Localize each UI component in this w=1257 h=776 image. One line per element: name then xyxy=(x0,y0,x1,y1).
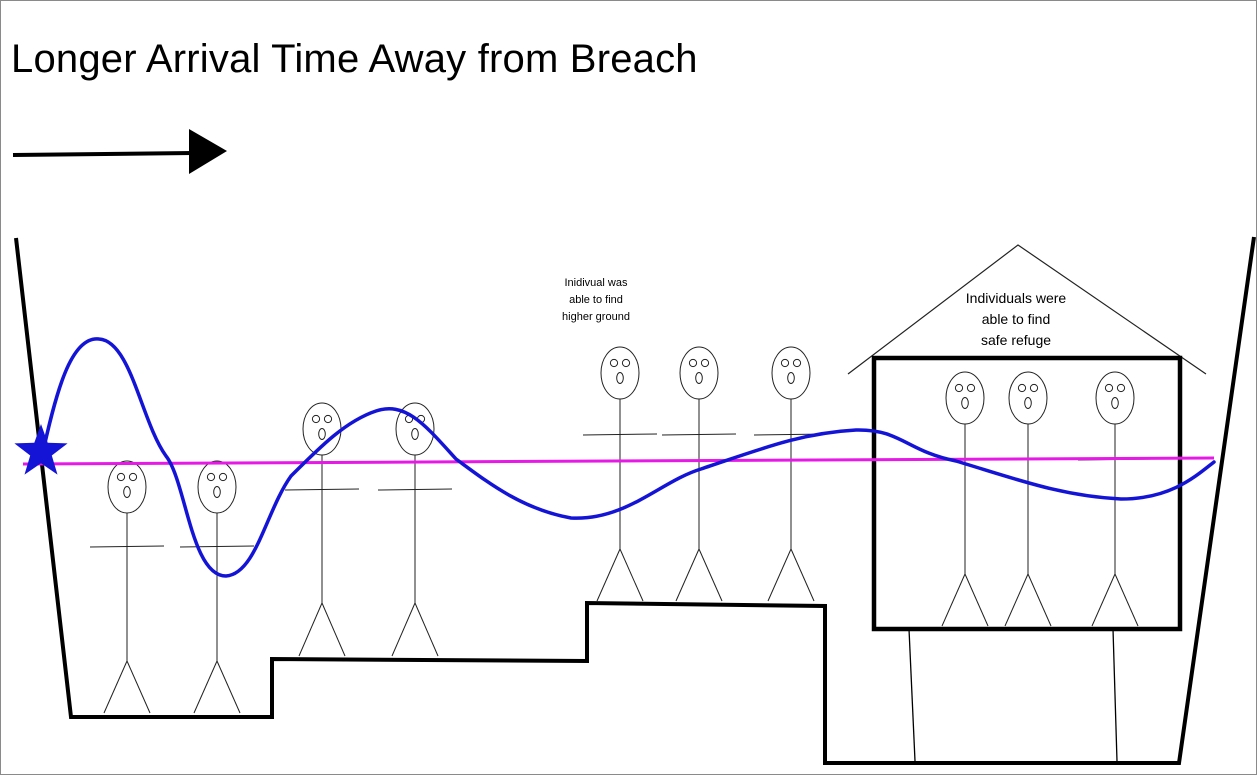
eye xyxy=(1105,384,1112,391)
right-leg xyxy=(699,549,722,601)
arms xyxy=(285,489,359,490)
people-group xyxy=(90,347,1152,713)
eye xyxy=(117,473,124,480)
stick-figure xyxy=(583,347,657,601)
higher-ground-annotation: Inidivual was able to find higher ground xyxy=(551,275,641,326)
left-leg xyxy=(104,661,127,713)
stick-figure xyxy=(662,347,736,601)
safe-refuge-annotation: Individuals were able to find safe refug… xyxy=(951,288,1081,351)
eye xyxy=(324,415,331,422)
left-leg xyxy=(676,549,699,601)
mouth xyxy=(124,487,131,498)
arms xyxy=(90,546,164,547)
left-leg xyxy=(1092,574,1115,626)
mouth xyxy=(1025,398,1032,409)
right-leg xyxy=(415,603,438,656)
eye xyxy=(207,473,214,480)
arms xyxy=(180,546,254,547)
eye xyxy=(955,384,962,391)
right-leg xyxy=(1115,574,1138,626)
left-leg xyxy=(942,574,965,626)
left-leg xyxy=(299,603,322,656)
right-leg xyxy=(791,549,814,601)
eye xyxy=(1030,384,1037,391)
higher-ground-line-1: Inidivual was xyxy=(551,275,641,292)
eye xyxy=(610,359,617,366)
left-leg xyxy=(194,661,217,713)
stick-figure xyxy=(285,403,359,656)
right-leg xyxy=(322,603,345,656)
arms xyxy=(378,489,452,490)
stick-figure xyxy=(90,461,164,713)
stick-figure xyxy=(928,372,1002,626)
eye xyxy=(689,359,696,366)
eye xyxy=(1018,384,1025,391)
eye xyxy=(129,473,136,480)
stick-figure xyxy=(180,461,254,713)
stick-figure xyxy=(991,372,1065,626)
right-leg xyxy=(127,661,150,713)
mouth xyxy=(696,373,703,384)
eye xyxy=(219,473,226,480)
mouth xyxy=(319,429,326,440)
mouth xyxy=(214,487,221,498)
safe-refuge-line-2: able to find xyxy=(951,309,1081,330)
arms xyxy=(583,434,657,435)
safe-refuge-line-1: Individuals were xyxy=(951,288,1081,309)
mouth xyxy=(617,373,624,384)
safe-refuge-line-3: safe refuge xyxy=(951,330,1081,351)
eye xyxy=(781,359,788,366)
eye xyxy=(967,384,974,391)
left-leg xyxy=(392,603,415,656)
arms xyxy=(662,434,736,435)
higher-ground-line-3: higher ground xyxy=(551,309,641,326)
left-leg xyxy=(1005,574,1028,626)
eye xyxy=(701,359,708,366)
mouth xyxy=(412,429,419,440)
higher-ground-line-2: able to find xyxy=(551,292,641,309)
right-leg xyxy=(620,549,643,601)
right-leg xyxy=(1028,574,1051,626)
eye xyxy=(793,359,800,366)
eye xyxy=(1117,384,1124,391)
eye xyxy=(312,415,319,422)
eye xyxy=(622,359,629,366)
right-leg xyxy=(217,661,240,713)
mouth xyxy=(788,373,795,384)
left-leg xyxy=(768,549,791,601)
direction-arrow-icon xyxy=(13,129,227,174)
mouth xyxy=(1112,398,1119,409)
house-stilts xyxy=(909,629,1117,761)
stick-figure xyxy=(754,347,828,601)
left-leg xyxy=(597,549,620,601)
water-level-line xyxy=(23,458,1214,464)
right-leg xyxy=(965,574,988,626)
mouth xyxy=(962,398,969,409)
